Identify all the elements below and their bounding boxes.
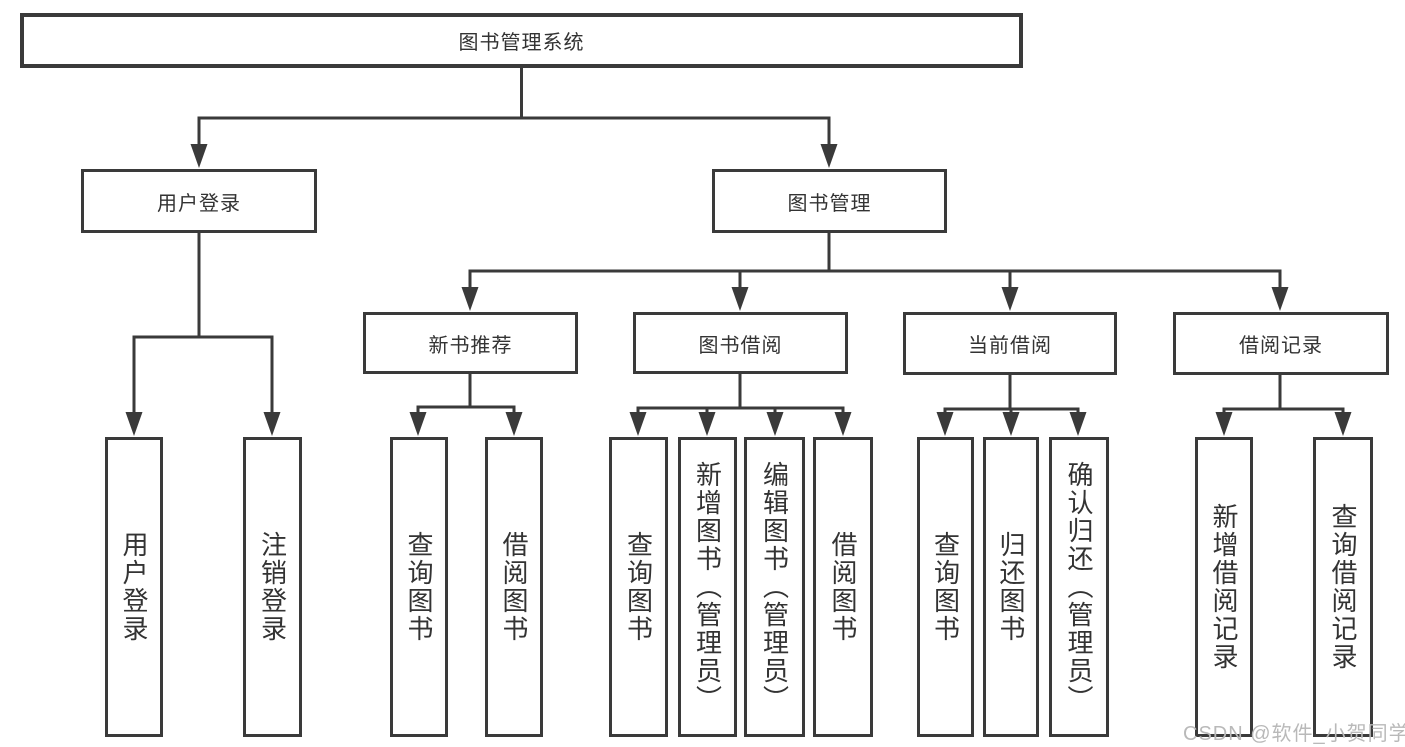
arrow-icon	[125, 412, 143, 436]
arrow-icon	[766, 412, 784, 436]
node-label: 借阅图书	[499, 531, 529, 643]
leaf-edit-book-admin: 编辑图书（管理员）	[744, 437, 805, 737]
tree-edges	[132, 66, 1345, 420]
arrow-icon	[190, 144, 208, 168]
node-label: 归还图书	[996, 531, 1026, 643]
arrow-icon	[1002, 412, 1020, 436]
arrow-icon	[1334, 412, 1352, 436]
node-label: 图书管理系统	[458, 32, 585, 54]
arrow-icon	[1215, 412, 1233, 436]
node-new-book-recommend: 新书推荐	[363, 312, 578, 374]
node-user-login: 用户登录	[81, 169, 317, 233]
node-label: 用户登录	[157, 192, 241, 215]
node-label: 注销登录	[257, 531, 288, 643]
arrow-icon	[409, 412, 427, 436]
node-book-management: 图书管理	[712, 169, 947, 233]
node-label: 编辑图书（管理员）	[759, 461, 790, 713]
arrow-icon	[629, 412, 647, 436]
leaf-query-book-current: 查询图书	[917, 437, 974, 737]
node-label: 新增图书（管理员）	[692, 461, 723, 713]
leaf-borrow-book-recommend: 借阅图书	[485, 437, 543, 737]
node-label: 图书管理	[787, 192, 872, 215]
leaf-query-book-recommend: 查询图书	[390, 437, 448, 737]
arrow-icon	[834, 412, 852, 436]
leaf-add-book-admin: 新增图书（管理员）	[678, 437, 737, 737]
leaf-add-borrow-record: 新增借阅记录	[1195, 437, 1253, 737]
node-label: 新书推荐	[428, 334, 513, 357]
arrow-icon	[731, 287, 749, 311]
node-label: 借阅图书	[828, 531, 858, 643]
node-label: 查询图书	[930, 531, 961, 643]
leaf-confirm-return-admin: 确认归还（管理员）	[1049, 437, 1109, 737]
arrow-icon	[1001, 287, 1019, 311]
arrow-icon	[461, 287, 479, 311]
node-borrow-records: 借阅记录	[1173, 312, 1389, 375]
node-current-borrowing: 当前借阅	[903, 312, 1117, 375]
arrow-icon	[263, 412, 281, 436]
leaf-user-login: 用户登录	[105, 437, 163, 737]
node-label: 查询图书	[623, 531, 654, 643]
node-label: 用户登录	[119, 531, 149, 643]
arrow-icon	[698, 412, 716, 436]
node-label: 确认归还（管理员）	[1064, 461, 1094, 713]
node-label: 查询图书	[404, 531, 434, 643]
leaf-query-borrow-record: 查询借阅记录	[1313, 437, 1373, 737]
node-label: 图书借阅	[698, 334, 783, 357]
node-label: 新增借阅记录	[1209, 503, 1239, 671]
node-book-borrowing: 图书借阅	[633, 312, 848, 374]
node-label: 当前借阅	[968, 335, 1052, 357]
leaf-return-book: 归还图书	[983, 437, 1039, 737]
node-system-root: 图书管理系统	[20, 13, 1023, 68]
leaf-borrow-book: 借阅图书	[813, 437, 873, 737]
arrow-icon	[820, 144, 838, 168]
arrow-icon	[1271, 287, 1289, 311]
node-label: 借阅记录	[1239, 335, 1323, 357]
arrow-icon	[505, 412, 523, 436]
arrow-icon	[1069, 412, 1087, 436]
leaf-query-book-borrow: 查询图书	[609, 437, 668, 737]
csdn-watermark: CSDN @软件_小贺同学	[1183, 723, 1405, 745]
arrowheads	[125, 144, 1352, 436]
arrow-icon	[936, 412, 954, 436]
leaf-logout: 注销登录	[243, 437, 302, 737]
node-label: 查询借阅记录	[1328, 503, 1358, 671]
